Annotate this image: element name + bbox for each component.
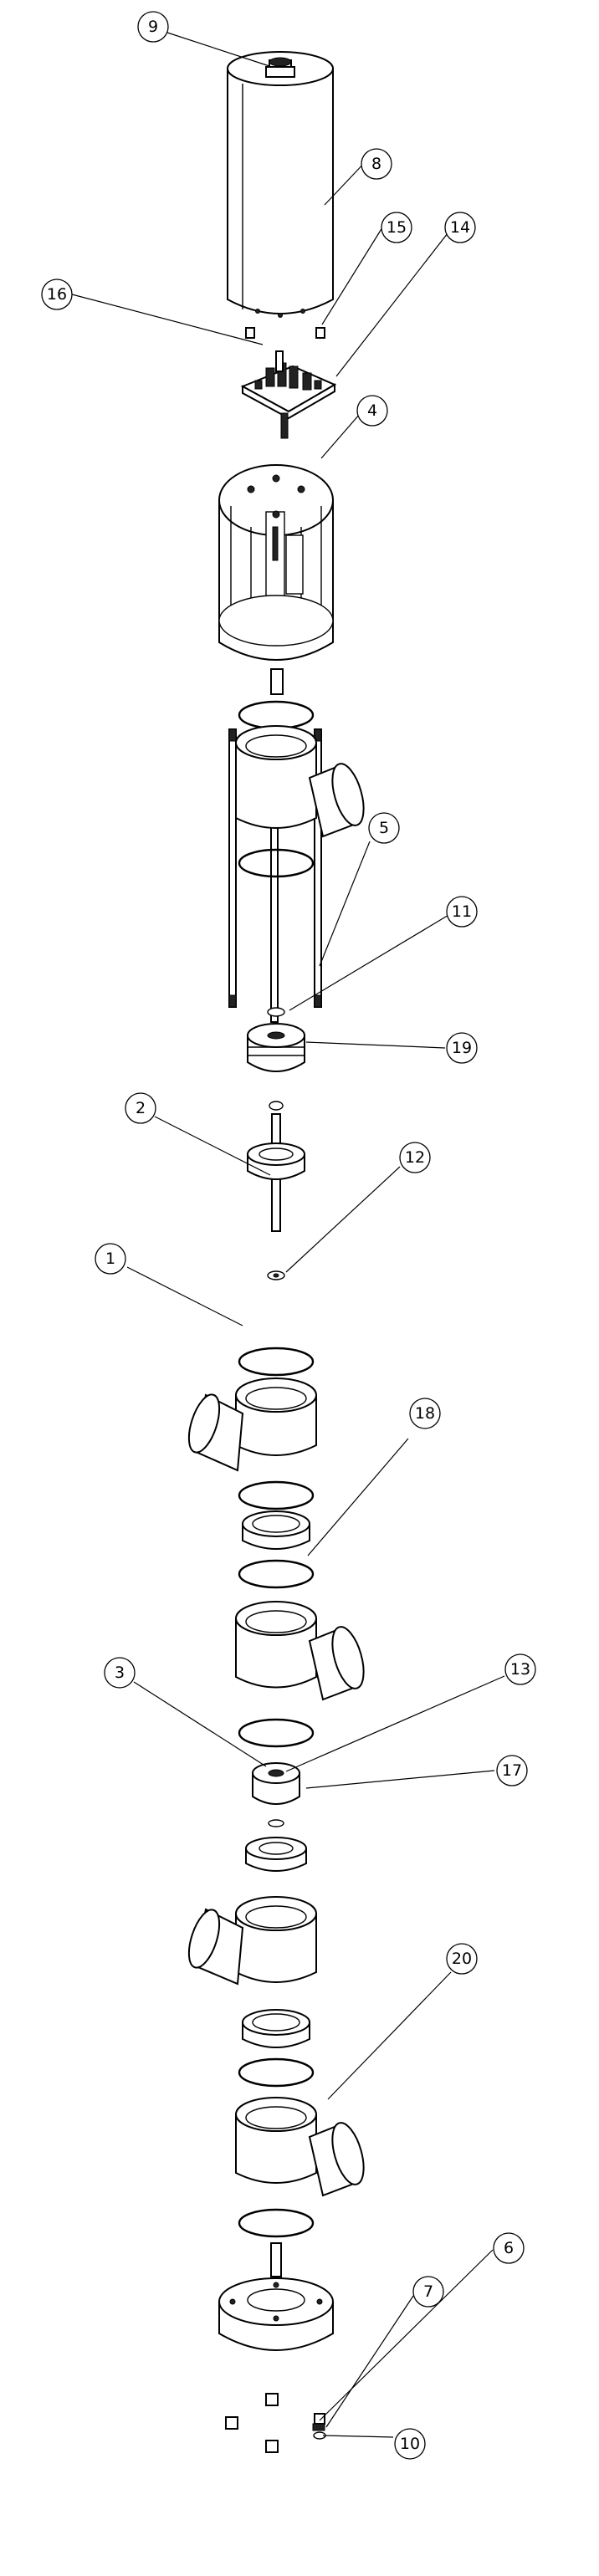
lower-piston: [245, 1762, 307, 1872]
callout-19: 19: [446, 1032, 478, 1064]
base-fasteners: [225, 2393, 326, 2453]
callout-20-label: 20: [452, 1950, 472, 1968]
callout-5: 5: [368, 812, 400, 844]
circuit-board: [240, 350, 337, 439]
callout-16-label: 16: [47, 285, 67, 304]
callout-5-label: 5: [379, 819, 389, 837]
callout-13: 13: [504, 1653, 536, 1685]
shaft-washers: [267, 1270, 285, 1280]
callout-20: 20: [446, 1943, 478, 1975]
callout-8: 8: [361, 148, 392, 180]
callout-11: 11: [446, 896, 478, 928]
callout-19-label: 19: [452, 1039, 472, 1057]
electronics-frame: [218, 464, 334, 695]
callout-4: 4: [356, 395, 388, 427]
callout-6-label: 6: [504, 2239, 514, 2257]
callout-3: 3: [104, 1657, 136, 1689]
callout-15: 15: [381, 212, 412, 243]
callout-3-label: 3: [115, 1664, 125, 1682]
callout-9: 9: [137, 11, 169, 43]
callout-18: 18: [409, 1398, 441, 1429]
callout-13-label: 13: [510, 1660, 530, 1679]
cable-gland-fitting: [265, 57, 295, 78]
bottom-tee-housing: [235, 2009, 365, 2238]
callout-12-label: 12: [405, 1148, 425, 1167]
piston-assembly: [247, 1007, 305, 1072]
middle-tee-housing: [187, 1347, 317, 1510]
callout-12: 12: [399, 1142, 431, 1173]
callout-1: 1: [95, 1243, 126, 1275]
upper-tee-housing: [235, 700, 365, 878]
callout-9-label: 9: [148, 18, 158, 36]
base-plate: [218, 2242, 334, 2351]
callout-10: 10: [394, 2428, 426, 2460]
callout-11-label: 11: [452, 902, 472, 921]
callout-17: 17: [496, 1755, 528, 1786]
leader-lines: [71, 31, 505, 2438]
callout-8-label: 8: [371, 155, 381, 173]
callout-4-label: 4: [367, 401, 377, 420]
callout-14-label: 14: [450, 218, 470, 237]
callout-6: 6: [493, 2232, 525, 2264]
callout-10-label: 10: [400, 2435, 420, 2453]
callout-1-label: 1: [105, 1250, 115, 1268]
shaft-with-seal: [247, 1101, 305, 1232]
lower-tee-housing-left: [187, 1896, 317, 1986]
standoff-screws: [245, 327, 325, 339]
callout-2: 2: [125, 1092, 156, 1124]
callout-15-label: 15: [387, 218, 407, 237]
callout-17-label: 17: [502, 1761, 522, 1780]
top-cover-cylinder: [227, 51, 334, 318]
callout-14: 14: [444, 212, 476, 243]
callout-7-label: 7: [423, 2282, 433, 2301]
callout-2-label: 2: [136, 1099, 146, 1117]
callout-18-label: 18: [415, 1404, 435, 1423]
callout-16: 16: [41, 279, 73, 310]
callout-7: 7: [412, 2276, 444, 2308]
seal-and-housing: [235, 1510, 365, 1748]
